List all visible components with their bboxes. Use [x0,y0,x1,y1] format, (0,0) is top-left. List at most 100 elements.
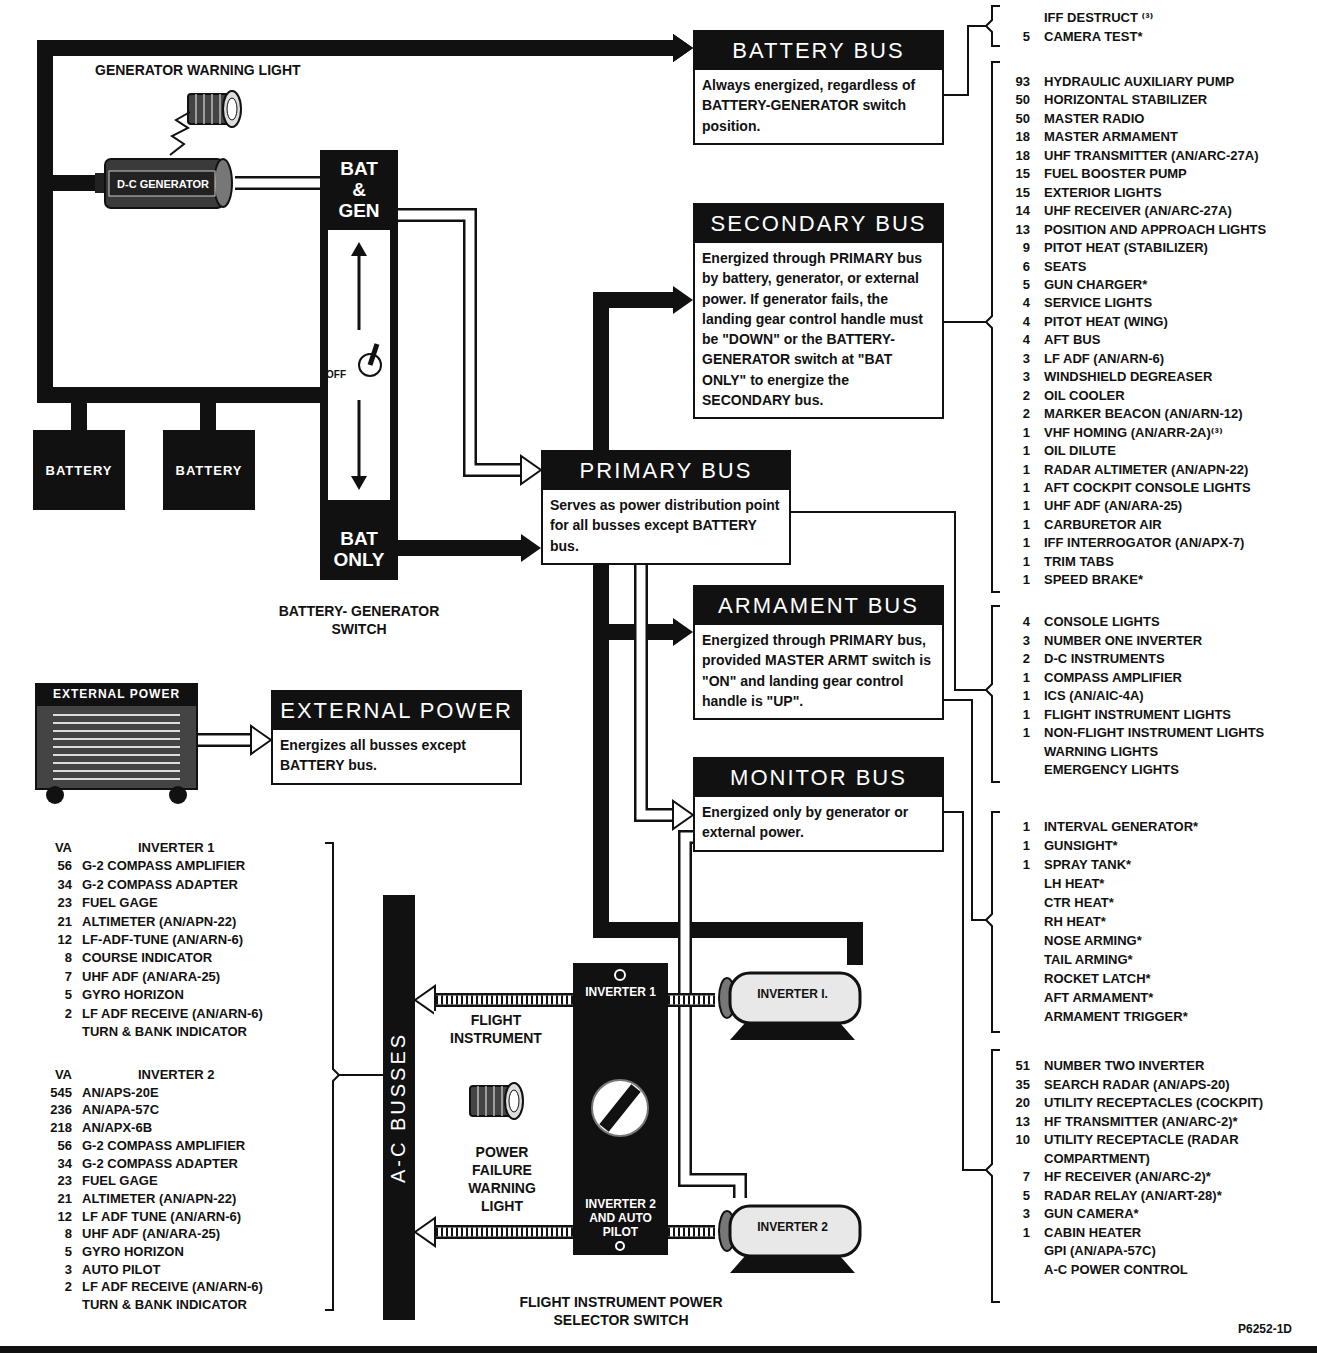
external-power-cart-drawing [53,722,180,724]
battery-generator-switch-drawing [320,150,398,580]
generator-unit-drawing [109,171,215,196]
load-name: CTR HEAT* [1044,893,1312,912]
load-name: MARKER BEACON (AN/ARN-12) [1044,405,1312,423]
load-value: 21 [36,913,72,931]
power-band-fill [398,215,525,470]
load-row: 50MASTER RADIO [996,110,1312,128]
bus-connector [398,215,541,484]
load-value: 218 [36,1119,72,1137]
load-name: D-C INSTRUMENTS [1044,650,1312,669]
load-row: 6SEATS [996,258,1312,276]
switch-label: BAT & GEN [334,158,384,221]
external-power-cart-drawing [53,754,180,756]
warning-light-icon [509,1090,519,1112]
load-row: 3AUTO PILOT [36,1261,378,1279]
load-name: G-2 COMPASS ADAPTER [82,876,322,894]
load-name: AFT COCKPIT CONSOLE LIGHTS [1044,479,1312,497]
load-row: 56G-2 COMPASS AMPLIFIER [36,1137,378,1155]
bus-text: Serves as power distribution point for a… [543,490,789,563]
inverter-unit-drawing [715,1198,870,1273]
load-value: 1 [996,724,1030,743]
load-value: 545 [36,1084,72,1102]
load-name: FLIGHT INSTRUMENT LIGHTS [1044,706,1312,725]
load-value: 1 [996,817,1030,836]
load-name: ALTIMETER (AN/APN-22) [82,1190,322,1208]
bus-text: Energizes all busses except BATTERY bus. [273,730,520,783]
load-value: 1 [996,1224,1030,1243]
load-row: 1CARBURETOR AIR [996,516,1312,534]
load-name: FUEL GAGE [82,894,322,912]
load-row: 1UHF ADF (AN/ARA-25) [996,497,1312,515]
load-value: 1 [996,855,1030,874]
load-row: TURN & BANK INDICATOR [36,1023,378,1041]
load-row: 35SEARCH RADAR (AN/APS-20) [996,1076,1312,1095]
load-name: NUMBER TWO INVERTER [1044,1057,1312,1076]
load-name: CARBURETOR AIR [1044,516,1312,534]
external-power-cart-drawing [53,730,180,732]
load-row: 34G-2 COMPASS ADAPTER [36,876,378,894]
bracket [944,26,986,95]
load-row: 20UTILITY RECEPTACLES (COCKPIT) [996,1094,1312,1113]
load-value: 56 [36,857,72,875]
load-row: 2LF ADF RECEIVE (AN/ARN-6) [36,1005,378,1023]
power-band [398,540,525,556]
load-name: EXTERIOR LIGHTS [1044,184,1312,202]
load-row: WARNING LIGHTS [996,743,1312,762]
load-value: 23 [36,894,72,912]
load-row: 1IFF INTERROGATOR (AN/APX-7) [996,534,1312,552]
battery-generator-switch-drawing [358,254,361,330]
switch-label: OFF [326,369,346,381]
load-row: 3LF ADF (AN/ARN-6) [996,350,1312,368]
bus-connector [79,395,320,430]
arrow-head [415,986,435,1014]
edge-label: FLIGHT INSTRUMENT [434,1011,558,1047]
load-row: 4 SERVICE LIGHTS [996,294,1312,312]
load-name: ALTIMETER (AN/APN-22) [82,913,322,931]
power-band-stripes [668,996,715,1005]
load-value: 1 [996,479,1030,497]
generator-unit-drawing [105,159,223,208]
load-name: TURN & BANK INDICATOR [82,1296,322,1314]
load-row: 51NUMBER TWO INVERTER [996,1057,1312,1076]
external-power-cart-drawing [169,786,187,804]
load-row: 18UHF TRANSMITTER (AN/ARC-27A) [996,147,1312,165]
load-value: 50 [996,91,1030,109]
load-row: 1NON-FLIGHT INSTRUMENT LIGHTS [996,724,1312,743]
load-name: AFT ARMAMENT* [1044,988,1312,1007]
power-band-fill [685,837,740,1198]
switch-label: BAT ONLY [324,528,394,570]
load-value: 1 [996,461,1030,479]
inverter-unit-drawing [730,1023,855,1040]
load-value: 5 [996,1187,1030,1206]
load-value: 4 [996,294,1030,312]
bus-connector [685,837,740,1198]
load-value: VA [36,1066,72,1084]
bus-text: SECONDARY BUS [695,205,942,243]
load-row: ROCKET LATCH* [996,969,1312,988]
power-band-outline [641,565,677,815]
bus-text: PRIMARY BUS [543,452,789,490]
load-row: 8UHF ADF (AN/ARA-25) [36,1225,378,1243]
load-value: 14 [996,202,1030,220]
load-value: 5 [996,276,1030,294]
power-band-fill [668,996,715,1005]
bus-text: BATTERY BUS [695,32,942,70]
load-list: VAINVERTER 2545AN/APS-20E236AN/APA-57C21… [36,1066,378,1314]
load-name: AN/APS-20E [82,1084,322,1102]
load-name: SERVICE LIGHTS [1044,294,1312,312]
selector-switch-panel-drawing [615,970,625,980]
load-value: 1 [996,497,1030,515]
load-value: 18 [996,147,1030,165]
load-name: COURSE INDICATOR [82,949,322,967]
load-name: SPRAY TANK* [1044,855,1312,874]
load-name: CABIN HEATER [1044,1224,1312,1243]
external-power-cart-drawing [35,683,198,705]
power-band-outline [398,215,525,470]
load-name: HF RECEIVER (AN/ARC-2)* [1044,1168,1312,1187]
load-name: HORIZONTAL STABILIZER [1044,91,1312,109]
inverter-unit: INVERTER 2 [715,1198,870,1273]
bus-band-label: A-C BUSSES [388,1032,411,1183]
load-value: 4 [996,613,1030,632]
load-value: 3 [996,632,1030,651]
load-name: GUN CHARGER* [1044,276,1312,294]
